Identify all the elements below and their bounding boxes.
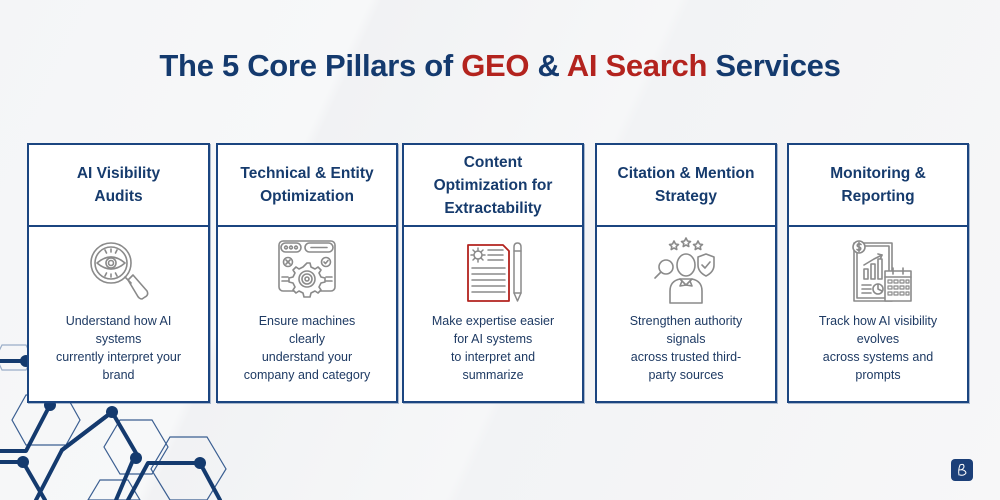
person-stars-shield-icon xyxy=(654,237,715,304)
card-title: Citation & Mention Strategy xyxy=(617,165,755,205)
card-description: Track how AI visibility evolves across s… xyxy=(818,314,938,382)
card-header: Monitoring & Reporting xyxy=(789,145,967,227)
title-accent-geo: GEO xyxy=(461,48,530,83)
card-title: Technical & Entity Optimization xyxy=(240,165,374,205)
card-header: AI Visibility Audits xyxy=(29,145,208,227)
card-description: Strengthen authority signals across trus… xyxy=(629,314,743,382)
card-header: Content Optimization for Extractability xyxy=(404,145,582,227)
card-header: Technical & Entity Optimization xyxy=(218,145,396,227)
card-description: Ensure machines clearly understand your … xyxy=(243,314,371,382)
pillar-card-ai-visibility-audits: AI Visibility Audits Understand how AI s… xyxy=(27,143,210,403)
card-title: AI Visibility Audits xyxy=(76,165,161,205)
card-description: Understand how AI systems currently inte… xyxy=(55,314,182,382)
report-calendar-icon xyxy=(852,240,912,302)
card-header: Citation & Mention Strategy xyxy=(597,145,775,227)
card-description: Make expertise easier for AI systems to … xyxy=(431,314,555,382)
document-pencil-icon xyxy=(467,242,522,302)
title-text: Services xyxy=(707,48,841,83)
pillar-card-technical-entity-optimization: Technical & Entity Optimization Ensure m… xyxy=(216,143,398,403)
pillar-card-citation-mention-strategy: Citation & Mention Strategy Strengthen a… xyxy=(595,143,777,403)
title-text: & xyxy=(529,48,567,83)
script-e-logo-icon xyxy=(951,459,973,481)
card-title: Content Optimization for Extractability xyxy=(433,153,553,217)
card-title: Monitoring & Reporting xyxy=(830,165,926,205)
magnifier-eye-icon xyxy=(89,242,148,300)
browser-gear-icon xyxy=(278,240,336,298)
page-title: The 5 Core Pillars of GEO & AI Search Se… xyxy=(0,48,1000,84)
title-text: The 5 Core Pillars of xyxy=(159,48,462,83)
title-accent-ai-search: AI Search xyxy=(566,48,708,83)
pillar-card-monitoring-reporting: Monitoring & Reporting Track how AI visi… xyxy=(787,143,969,403)
pillar-card-content-optimization: Content Optimization for Extractability … xyxy=(402,143,584,403)
